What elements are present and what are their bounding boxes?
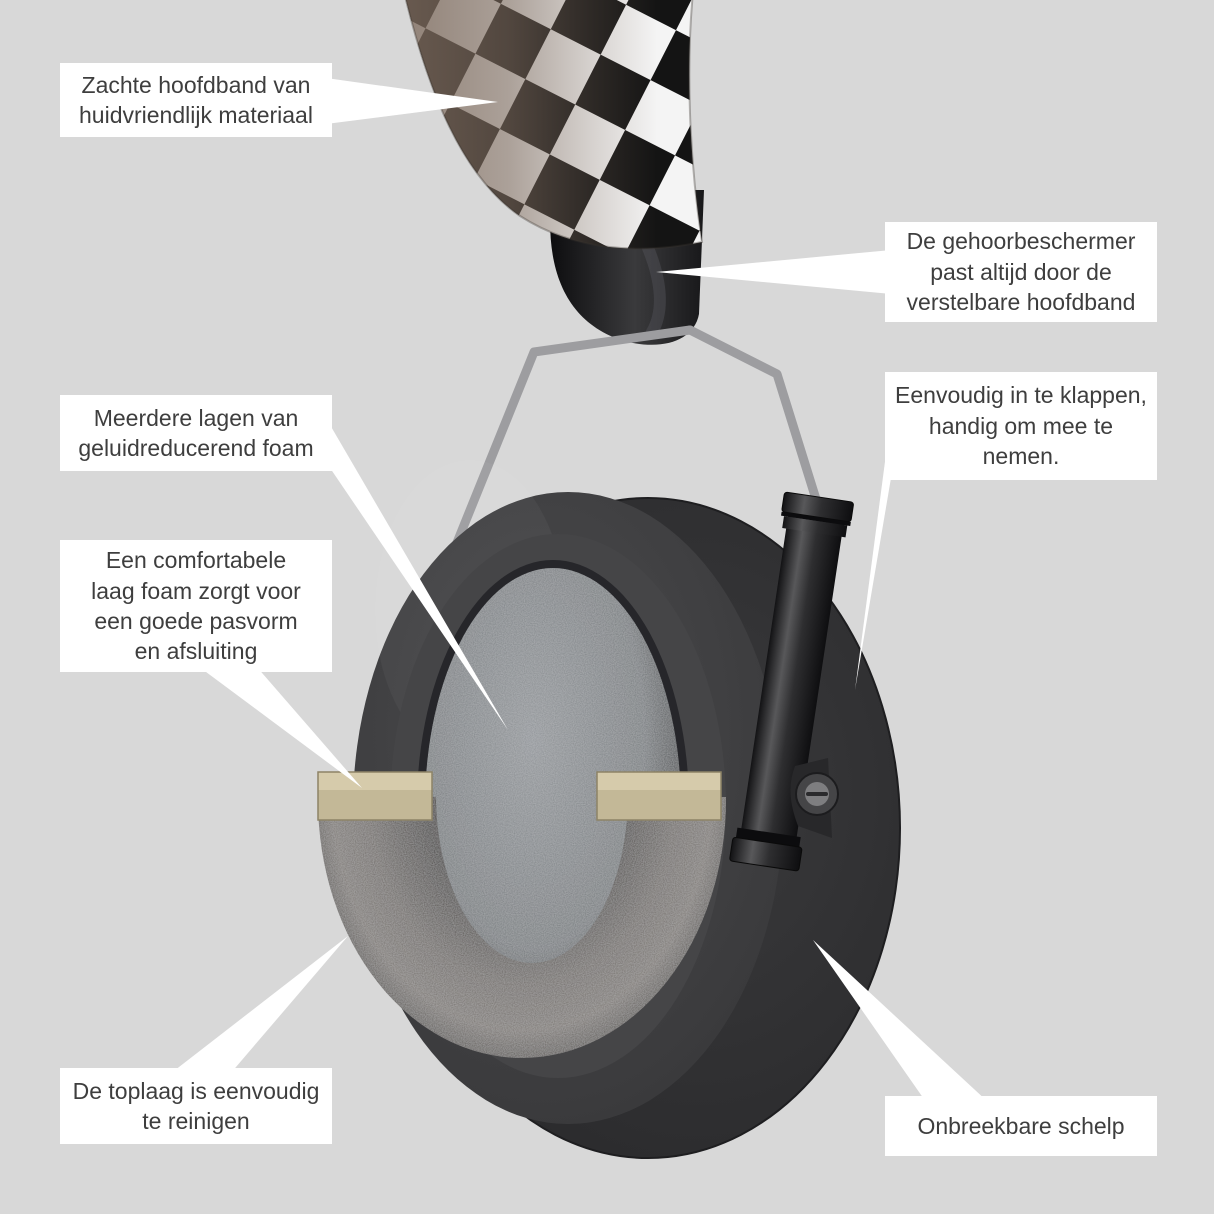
headband-checkered [404, 0, 704, 250]
wire-yoke [451, 325, 825, 550]
callout-comfort-foam: Een comfortabele laag foam zorgt voor ee… [60, 540, 332, 672]
leader-comfort-foam [198, 666, 362, 788]
leader-cleanable-top-layer [170, 936, 348, 1074]
callout-foldable-text: Eenvoudig in te klappen, handig om mee t… [895, 382, 1147, 470]
cut-layer-left [317, 771, 433, 821]
adjustment-rod [729, 491, 854, 872]
ear-cup [317, 460, 901, 1159]
callout-headband: Zachte hoofdband van huidvriendlijk mate… [60, 63, 332, 137]
callout-unbreakable-shell-text: Onbreekbare schelp [917, 1112, 1125, 1139]
callout-headband-text: Zachte hoofdband van huidvriendlijk mate… [79, 71, 313, 128]
cushion-ring [318, 797, 726, 1058]
leader-headband [326, 78, 498, 124]
callout-noise-reducing-foam-text: Meerdere lagen van geluidreducerend foam [78, 404, 314, 461]
callout-cleanable-top-layer-text: De toplaag is eenvoudig te reinigen [72, 1077, 320, 1134]
callout-foldable: Eenvoudig in te klappen, handig om mee t… [885, 372, 1157, 480]
leader-adjustable-headband [656, 250, 891, 294]
callout-noise-reducing-foam: Meerdere lagen van geluidreducerend foam [60, 395, 332, 471]
cut-layer-right [596, 771, 722, 821]
leader-unbreakable-shell [813, 940, 988, 1102]
callout-cleanable-top-layer: De toplaag is eenvoudig te reinigen [60, 1068, 332, 1144]
callout-unbreakable-shell: Onbreekbare schelp [885, 1096, 1157, 1156]
callout-adjustable-headband-text: De gehoorbeschermer past altijd door de … [906, 228, 1136, 316]
leader-noise-reducing-foam [326, 418, 508, 730]
pivot-bracket [790, 758, 839, 838]
leader-lines [170, 78, 988, 1102]
callout-adjustable-headband: De gehoorbeschermer past altijd door de … [885, 222, 1157, 322]
callout-comfort-foam-text: Een comfortabele laag foam zorgt voor ee… [91, 547, 301, 665]
leader-foldable [855, 416, 891, 690]
